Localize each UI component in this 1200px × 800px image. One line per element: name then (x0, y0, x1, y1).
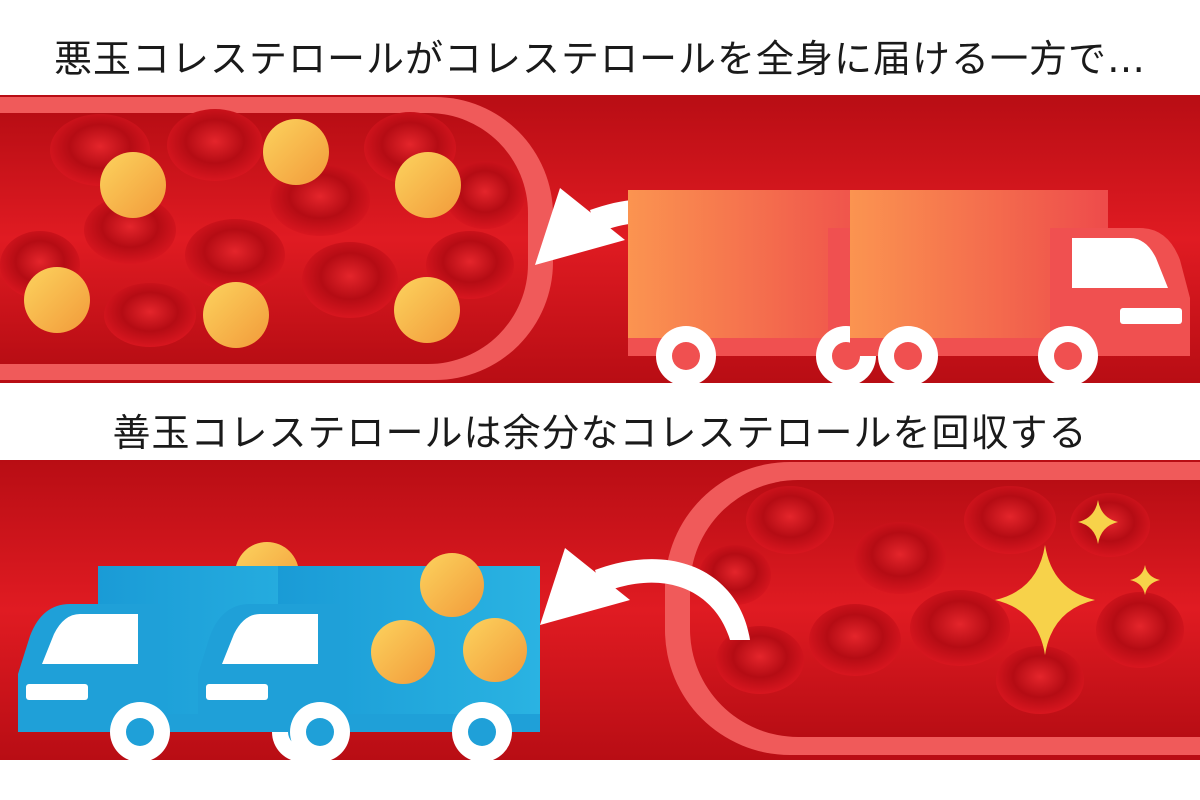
red-blood-cell (302, 242, 398, 318)
red-blood-cell (1096, 592, 1184, 668)
red-blood-cell (964, 486, 1056, 554)
red-blood-cell (84, 196, 176, 264)
red-blood-cell (716, 626, 804, 694)
curved-arrow-left-icon (540, 548, 750, 640)
bottom-band (0, 460, 1200, 762)
red-blood-cells-bottom (699, 486, 1184, 714)
cholesterol-particle (263, 119, 329, 185)
cholesterol-particle (24, 267, 90, 333)
cholesterol-particle (395, 152, 461, 218)
red-blood-cell (104, 283, 196, 347)
delivery-truck-icon (850, 190, 1190, 386)
red-blood-cell (910, 590, 1010, 666)
cholesterol-particle (203, 282, 269, 348)
red-blood-cell (854, 522, 946, 594)
cholesterol-particle (463, 618, 527, 682)
top-band (0, 95, 1200, 386)
red-blood-cell (426, 231, 514, 299)
red-blood-cell (445, 161, 525, 229)
red-blood-cell (167, 109, 263, 181)
cholesterol-particle (394, 277, 460, 343)
cholesterol-particle (100, 152, 166, 218)
red-blood-cell (996, 646, 1084, 714)
red-blood-cell (746, 486, 834, 554)
caption-hdl: 善玉コレステロールは余分なコレステロールを回収する (112, 411, 1088, 455)
red-blood-cell (809, 604, 901, 676)
caption-ldl: 悪玉コレステロールがコレステロールを全身に届ける一方で… (53, 37, 1146, 81)
cholesterol-particle (371, 620, 435, 684)
sparkle-icon (995, 500, 1160, 655)
cholesterol-particles-top (24, 119, 461, 348)
cholesterol-cargo (371, 553, 527, 684)
cholesterol-particle (420, 553, 484, 617)
red-blood-cell (185, 219, 285, 291)
